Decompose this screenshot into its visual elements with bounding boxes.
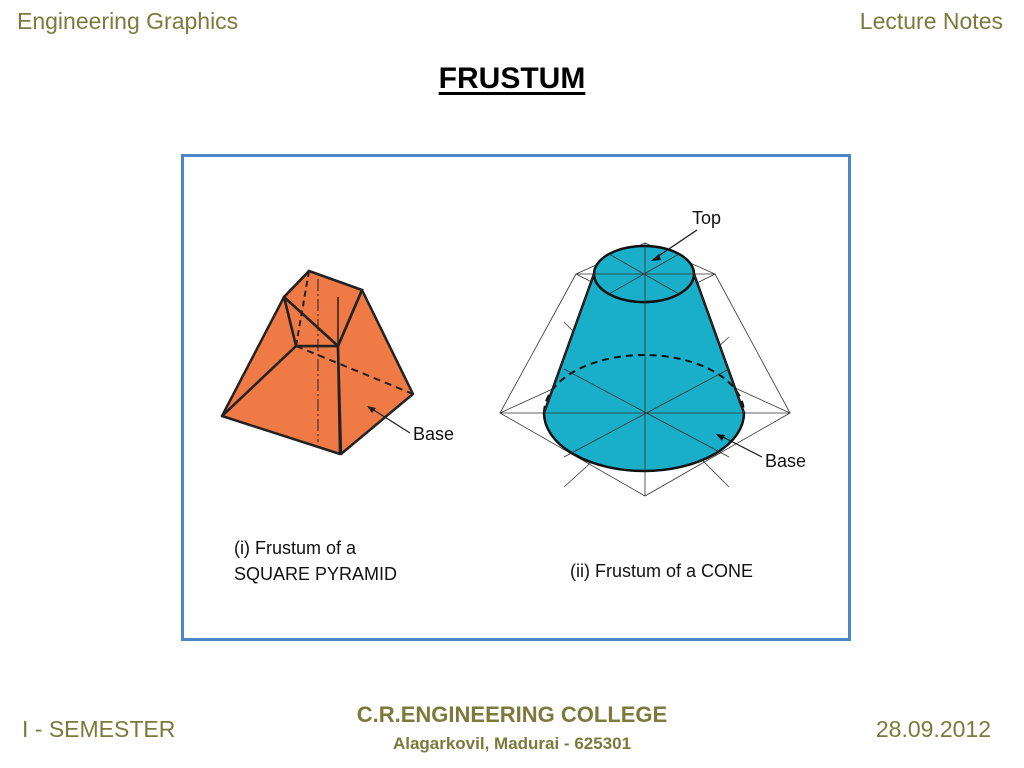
slide-title: FRUSTUM [438,62,586,95]
cone-frustum: Top Base (ii) Frustum of a CONE [499,208,806,581]
footer-semester: I - SEMESTER [22,716,176,742]
pyramid-caption-line1: (i) Frustum of a [234,538,357,558]
pyramid-caption-line2: SQUARE PYRAMID [234,564,397,584]
header-lecture-notes: Lecture Notes [859,8,1003,34]
footer-date: 28.09.2012 [875,716,991,742]
cone-base-label: Base [765,451,806,471]
college-name: C.R.ENGINEERING COLLEGE [356,702,668,727]
pyramid-base-label: Base [413,424,454,444]
college-address: Alagarkovil, Madurai - 625301 [392,734,632,753]
frustum-illustration: Base (i) Frustum of a SQUARE PYRAMID [220,208,806,584]
frustum-figure: Base (i) Frustum of a SQUARE PYRAMID [181,154,851,641]
header-subject: Engineering Graphics [17,8,239,34]
footer-college: C.R.ENGINEERING COLLEGE Alagarkovil, Mad… [0,702,1024,754]
pyramid-frustum: Base (i) Frustum of a SQUARE PYRAMID [220,269,454,584]
cone-caption: (ii) Frustum of a CONE [570,561,753,581]
cone-top-label: Top [692,208,721,228]
